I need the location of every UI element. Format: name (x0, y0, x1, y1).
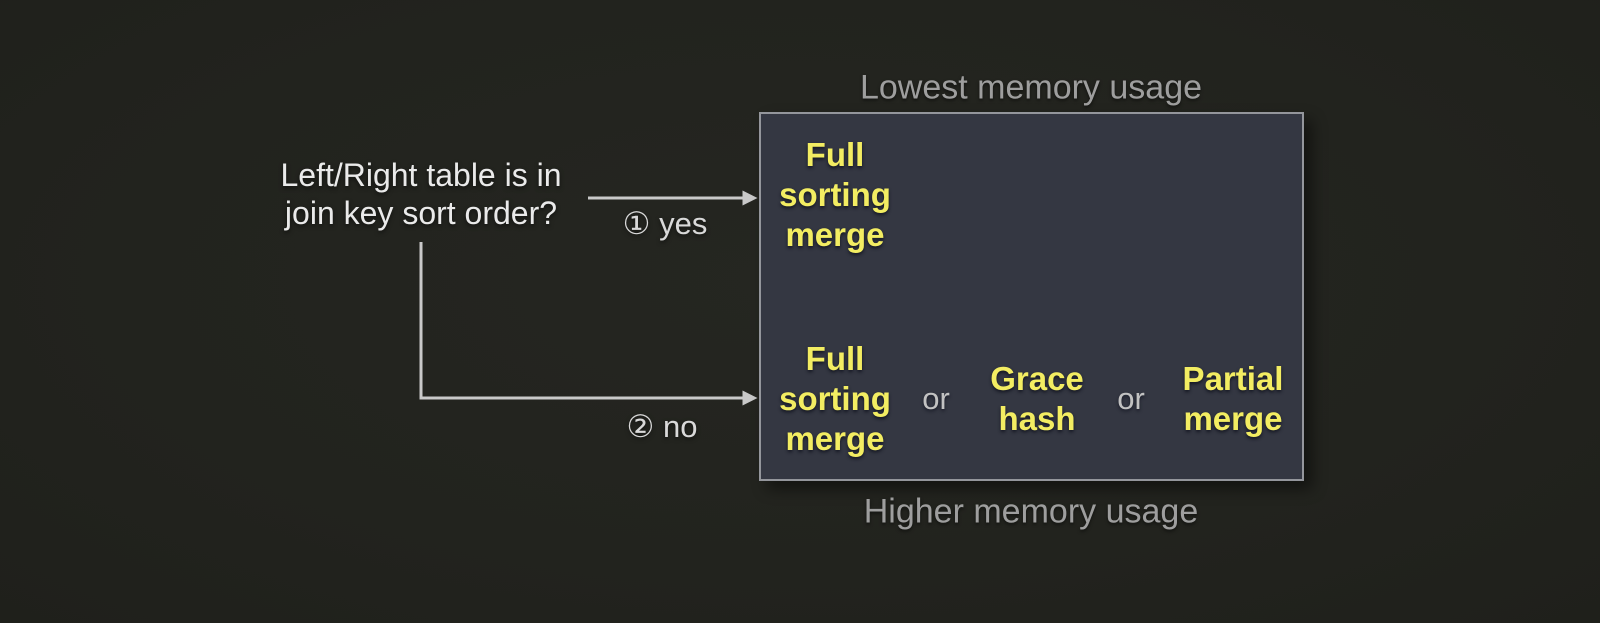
algorithm-full-sorting-merge-sorted: Full sorting merge (779, 136, 891, 253)
higher-memory-label: Higher memory usage (863, 492, 1199, 531)
no-arrow (419, 242, 758, 406)
yes-branch-label: ① yes (622, 206, 708, 241)
algorithm-full-sorting-merge-unsorted: Full sorting merge (779, 340, 891, 457)
lowest-memory-label: Lowest memory usage (859, 68, 1203, 107)
question-text: Left/Right table is in join key sort ord… (280, 157, 562, 231)
or-separator: or (922, 381, 950, 416)
algorithm-partial-merge: Partial merge (1182, 360, 1284, 437)
algorithm-grace-hash: Grace hash (990, 360, 1084, 437)
or-separator: or (1117, 381, 1145, 416)
no-branch-label: ② no (626, 409, 698, 444)
algorithm-box: Full sorting merge Full sorting merge or… (759, 112, 1304, 481)
